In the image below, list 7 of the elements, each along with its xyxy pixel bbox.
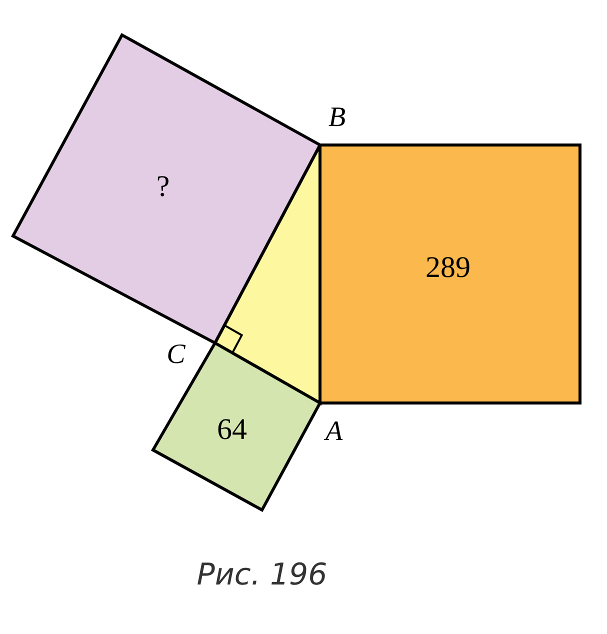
vertex-label: A (325, 416, 343, 448)
vertex-label: C (166, 339, 186, 371)
area-value: ? (156, 170, 170, 204)
area-value: 64 (217, 413, 247, 447)
figure-caption: Рис. 196 (196, 558, 328, 592)
vertex-label: B (328, 102, 346, 134)
area-value: 289 (426, 251, 470, 285)
